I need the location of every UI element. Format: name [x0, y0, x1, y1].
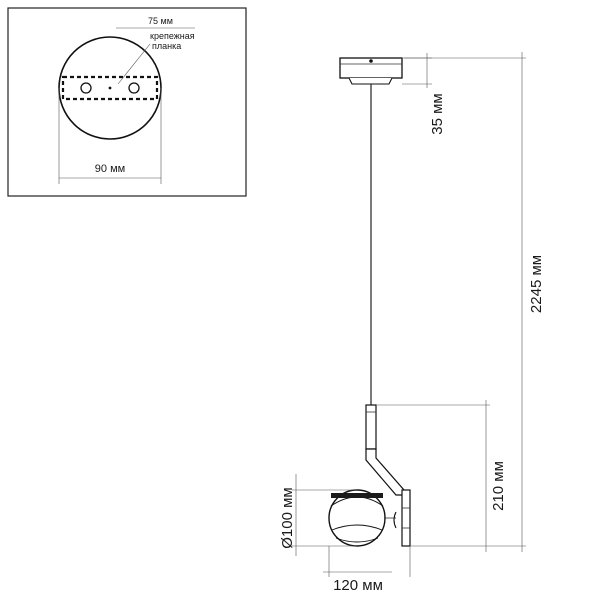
mount-width-label: 75 мм — [148, 16, 173, 26]
canopy-diameter-label: 90 мм — [95, 163, 125, 175]
mounting-hole-left — [80, 82, 92, 94]
total-height-label: 2245 мм — [528, 255, 545, 313]
mounting-hole-right — [128, 82, 140, 94]
center-dot — [108, 86, 112, 90]
pendant-side-view: 35 мм 2245 мм 210 мм Ø100 мм 120 мм — [279, 52, 545, 594]
bracket-leader-line — [117, 43, 151, 85]
lamp-width-label: 120 мм — [333, 577, 383, 594]
mounting-bracket — [61, 75, 159, 101]
lamp-height-label: 210 мм — [490, 461, 507, 511]
shade-holder — [401, 489, 411, 547]
bent-arm — [365, 448, 405, 496]
canopy-height-label: 35 мм — [429, 93, 446, 134]
bracket-label-line2: планка — [152, 41, 181, 51]
shade-band — [331, 493, 383, 498]
shade-diameter-label: Ø100 мм — [279, 487, 296, 549]
canopy-top-view-inset: 75 мм крепежная планка 90 мм — [7, 7, 247, 197]
bracket-label-line1: крепежная — [150, 31, 195, 41]
globe-shade — [328, 489, 386, 547]
